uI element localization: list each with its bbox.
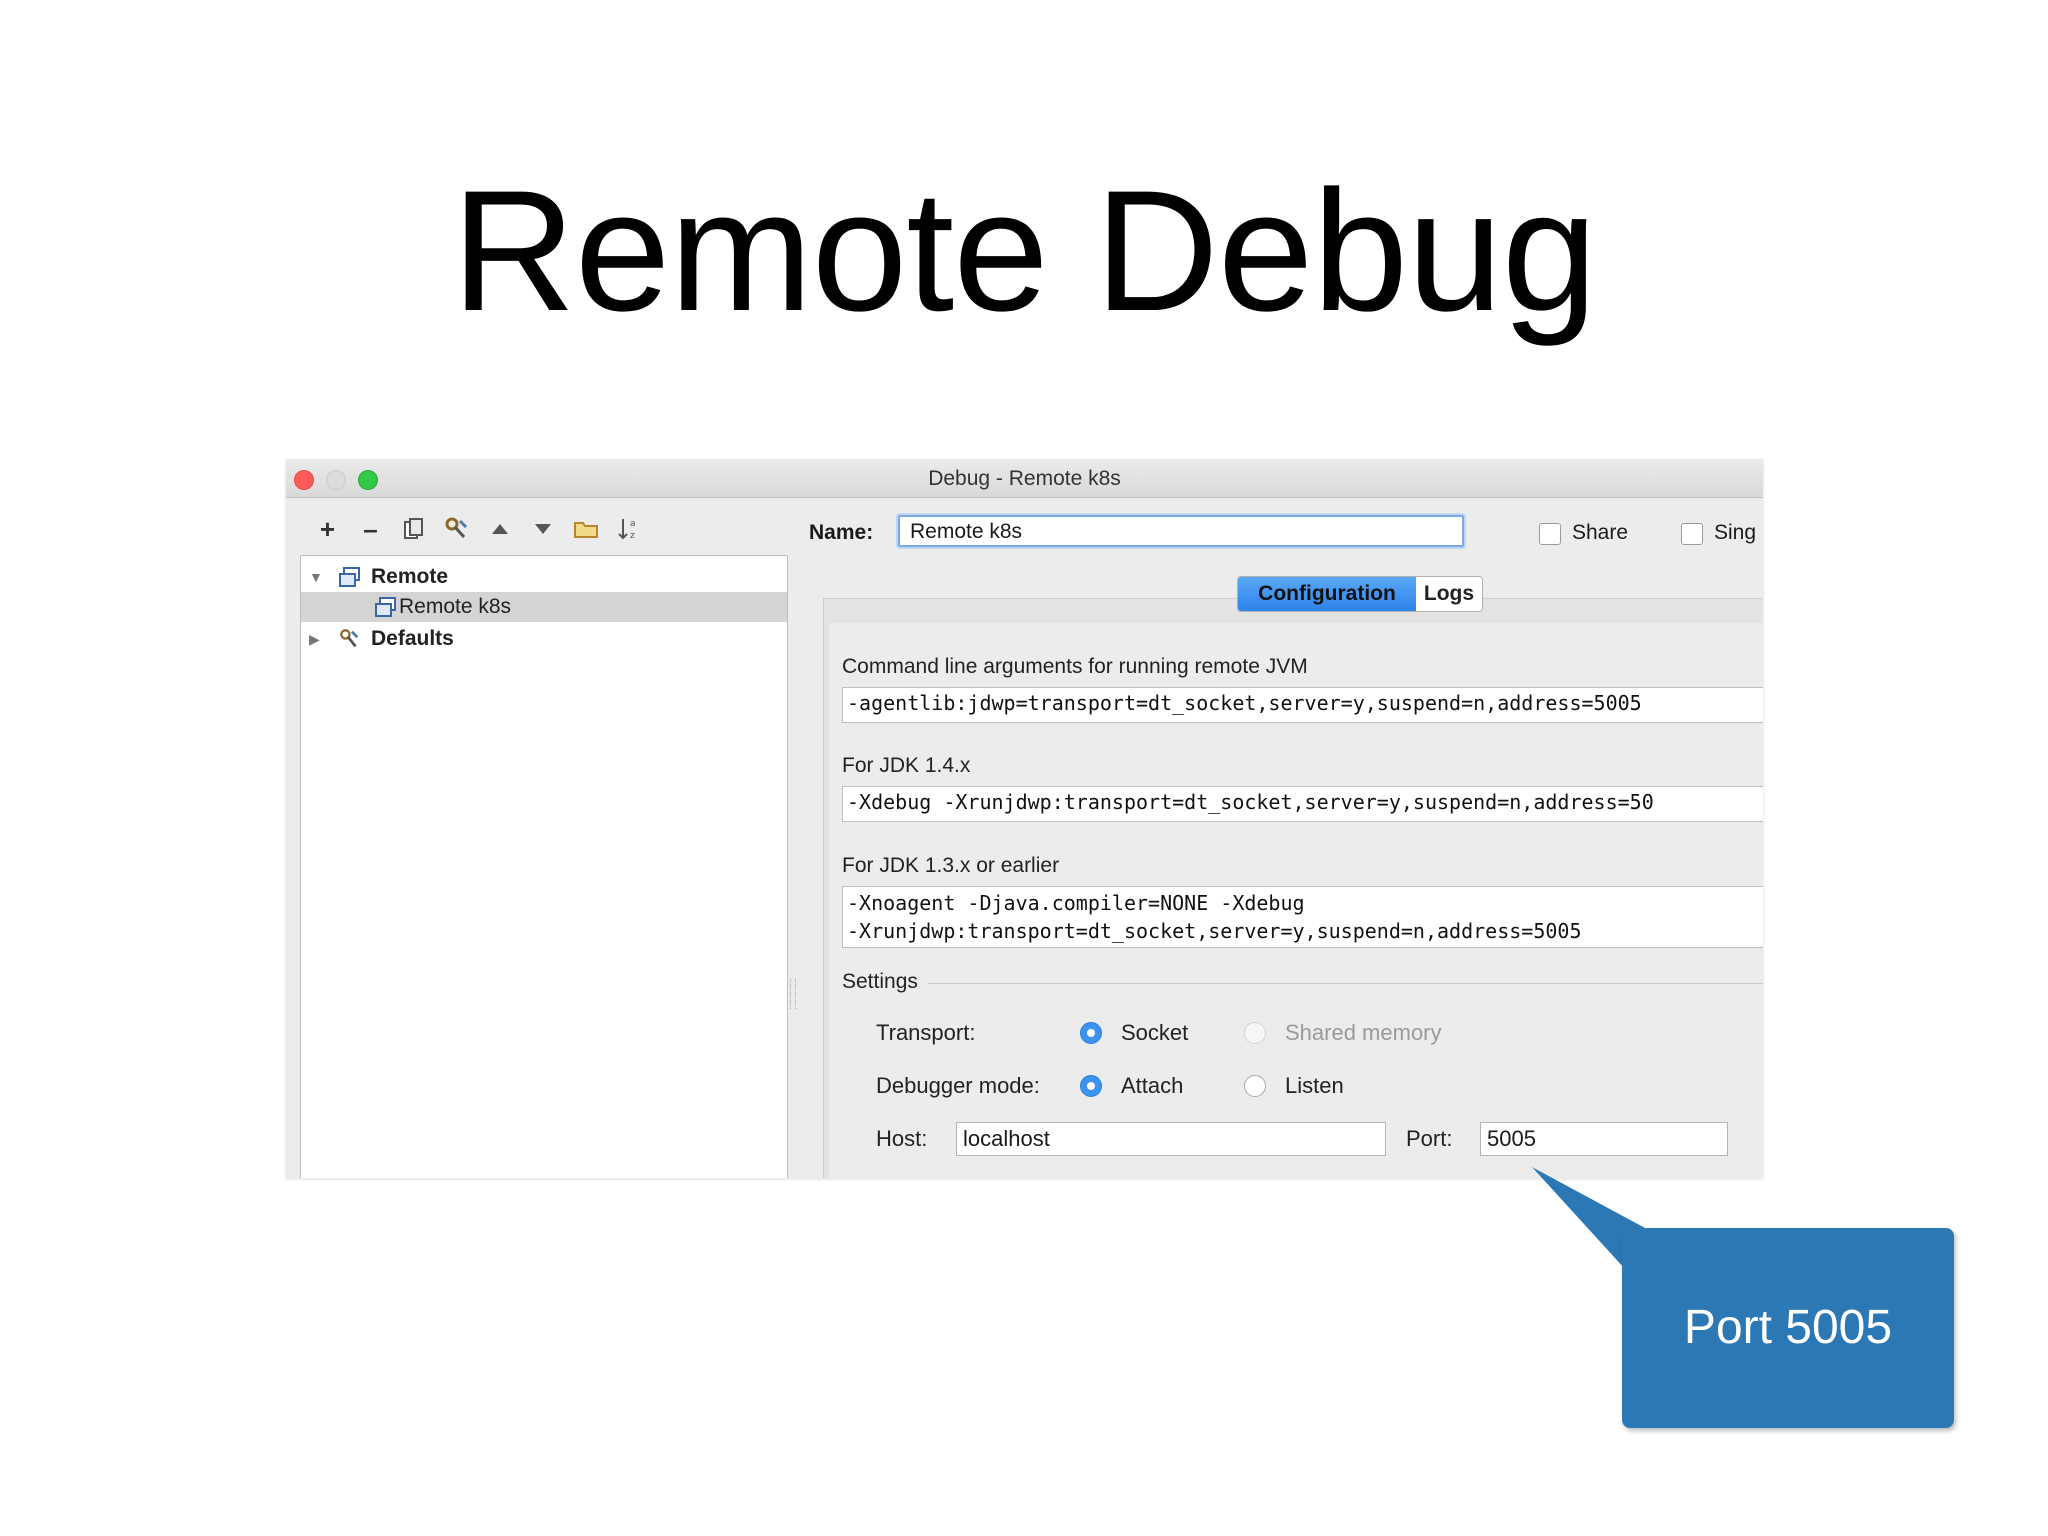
collapse-arrow-icon[interactable]: ▶ <box>309 630 320 647</box>
title-bar: Debug - Remote k8s <box>286 459 1763 498</box>
settings-separator <box>928 983 1763 984</box>
transport-socket-radio[interactable] <box>1080 1022 1102 1044</box>
mode-attach-label: Attach <box>1121 1073 1184 1098</box>
host-input[interactable]: localhost <box>956 1122 1386 1156</box>
host-label: Host: <box>876 1126 928 1151</box>
name-label: Name: <box>809 521 874 544</box>
jdk13-label: For JDK 1.3.x or earlier <box>842 854 1060 877</box>
cmdline-field[interactable]: -agentlib:jdwp=transport=dt_socket,serve… <box>842 687 1763 723</box>
tab-bar: Configuration Logs <box>1237 576 1483 612</box>
remove-glyph: – <box>363 513 378 544</box>
maximize-window-button[interactable] <box>358 470 378 490</box>
tree-item-label: Remote <box>371 565 449 588</box>
tree-item-remote[interactable]: ▼ Remote <box>301 562 787 592</box>
share-checkbox[interactable] <box>1539 523 1561 545</box>
remove-icon[interactable]: – <box>349 514 392 544</box>
callout-pointer <box>1532 1167 1645 1273</box>
tab-logs[interactable]: Logs <box>1416 577 1482 611</box>
splitter-handle[interactable] <box>790 979 796 1009</box>
jdk14-label: For JDK 1.4.x <box>842 754 971 777</box>
name-input[interactable]: Remote k8s <box>898 515 1464 547</box>
edit-defaults-icon[interactable] <box>435 514 478 544</box>
tree-item-label: Remote k8s <box>399 595 512 618</box>
debugger-mode-label: Debugger mode: <box>876 1073 1040 1098</box>
cmdline-label: Command line arguments for running remot… <box>842 655 1308 678</box>
remote-config-icon <box>339 567 360 587</box>
port-label: Port: <box>1406 1126 1453 1151</box>
callout-text: Port 5005 <box>1683 1301 1893 1354</box>
transport-shared-memory-radio[interactable] <box>1244 1022 1266 1044</box>
tab-configuration[interactable]: Configuration <box>1238 577 1416 611</box>
remote-config-icon <box>375 597 396 617</box>
mode-listen-label: Listen <box>1285 1073 1344 1098</box>
move-down-icon[interactable] <box>521 514 564 544</box>
folder-icon[interactable] <box>564 514 607 544</box>
jdk13-line-2: -Xrunjdwp:transport=dt_socket,server=y,s… <box>847 919 1582 943</box>
add-glyph: + <box>319 513 336 544</box>
single-instance-checkbox[interactable] <box>1681 523 1703 545</box>
transport-shared-memory-label: Shared memory <box>1285 1020 1442 1045</box>
settings-section-label: Settings <box>842 970 918 993</box>
port-callout: Port 5005 <box>1622 1228 1954 1428</box>
share-label: Share <box>1572 521 1629 544</box>
jdk13-field[interactable]: -Xnoagent -Djava.compiler=NONE -Xdebug -X… <box>842 886 1763 948</box>
slide-title: Remote Debug <box>451 155 1598 347</box>
window-title: Debug - Remote k8s <box>928 467 1121 490</box>
svg-text:z: z <box>630 531 635 541</box>
move-up-icon[interactable] <box>478 514 521 544</box>
copy-icon[interactable] <box>392 514 435 544</box>
mode-attach-radio[interactable] <box>1080 1075 1102 1097</box>
transport-label: Transport: <box>876 1020 976 1045</box>
close-window-button[interactable] <box>294 470 314 490</box>
config-tree: ▼ Remote Remote k8s ▶ Defaults <box>300 555 788 1178</box>
port-input[interactable]: 5005 <box>1480 1122 1728 1156</box>
jdk14-field[interactable]: -Xdebug -Xrunjdwp:transport=dt_socket,se… <box>842 786 1763 822</box>
wrench-icon <box>340 629 359 648</box>
tree-item-label: Defaults <box>371 627 454 650</box>
transport-socket-label: Socket <box>1121 1020 1189 1045</box>
minimize-window-button[interactable] <box>326 470 346 490</box>
svg-text:a: a <box>630 519 636 529</box>
tree-item-defaults[interactable]: ▶ Defaults <box>301 624 787 654</box>
expand-arrow-icon[interactable]: ▼ <box>309 569 323 585</box>
single-instance-label: Sing <box>1714 521 1757 544</box>
tree-item-remote-k8s[interactable]: Remote k8s <box>301 592 787 622</box>
add-icon[interactable]: + <box>306 514 349 544</box>
mode-listen-radio[interactable] <box>1244 1075 1266 1097</box>
jdk13-line-1: -Xnoagent -Djava.compiler=NONE -Xdebug <box>847 891 1305 915</box>
